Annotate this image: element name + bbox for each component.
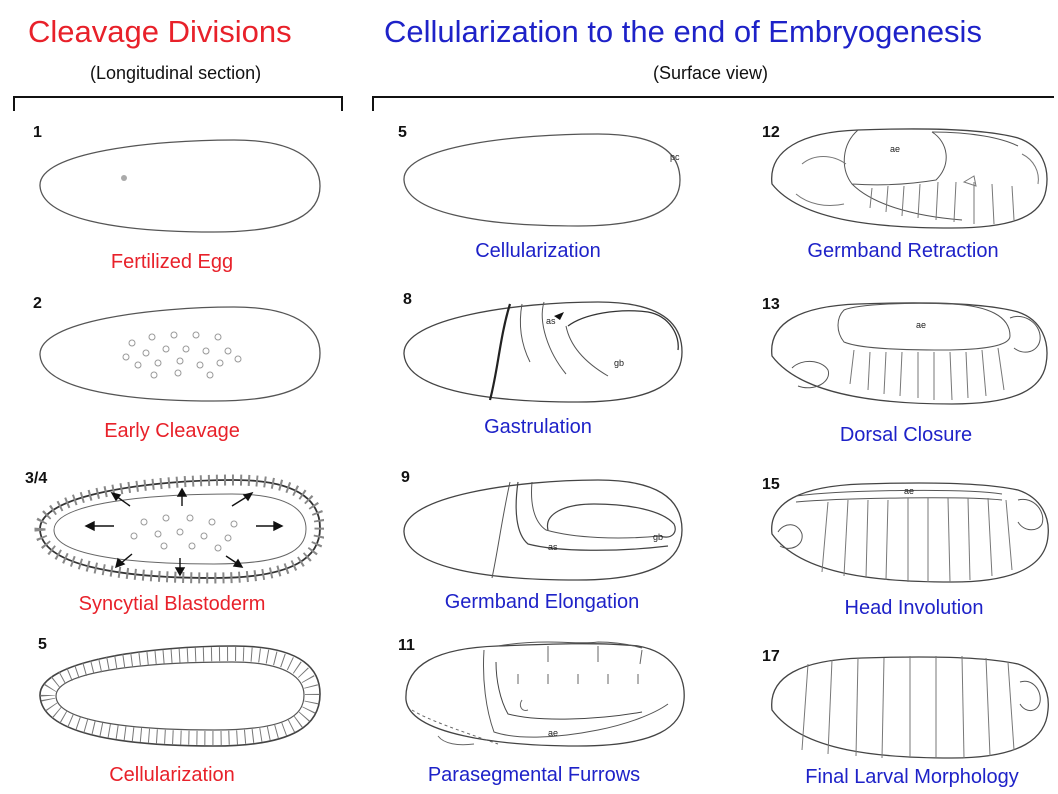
embryo-stage-3-4-section <box>34 474 324 584</box>
embryo-stage-12-surface: ae <box>762 124 1052 234</box>
embryo-stage-17-surface <box>762 652 1052 764</box>
embryo-stage-11-surface: ae <box>398 640 688 752</box>
embryo-stage-8-surface: as gb <box>398 296 688 408</box>
stage-caption: Fertilized Egg <box>111 251 233 274</box>
right-panel-title: Cellularization to the end of Embryogene… <box>384 14 982 50</box>
stage-caption: Germband Retraction <box>807 240 998 263</box>
svg-text:ae: ae <box>904 486 914 496</box>
right-panel-subtitle: (Surface view) <box>653 63 768 84</box>
embryo-stage-5-section <box>34 640 324 752</box>
cleavage-nuclei <box>123 332 241 378</box>
stage-caption: Head Involution <box>845 597 984 620</box>
stage-caption: Syncytial Blastoderm <box>79 593 266 616</box>
stage-caption: Germband Elongation <box>445 591 640 614</box>
svg-text:ae: ae <box>890 144 900 154</box>
embryo-stage-15-surface: ae <box>762 478 1052 590</box>
svg-text:ae: ae <box>916 320 926 330</box>
annotation-ae: ae <box>548 728 558 738</box>
blastoderm-nuclei <box>131 515 237 551</box>
stage-caption: Cellularization <box>109 764 235 787</box>
stage-caption: Early Cleavage <box>104 420 240 443</box>
embryo-stage-5-surface: pc <box>398 130 688 230</box>
annotation-as: as <box>546 316 556 326</box>
embryo-stage-2-section <box>34 301 324 405</box>
annotation-gb: gb <box>653 532 663 542</box>
embryo-stage-13-surface: ae <box>762 296 1052 412</box>
annotation-pc: pc <box>670 152 680 162</box>
left-panel-subtitle: (Longitudinal section) <box>90 63 261 84</box>
stage-caption: Gastrulation <box>484 416 592 439</box>
stage-caption: Dorsal Closure <box>840 424 972 447</box>
zygote-nucleus <box>121 175 127 181</box>
embryo-stage-9-surface: as gb <box>398 474 688 586</box>
left-panel-bracket <box>13 96 343 111</box>
embryo-stage-1-section <box>34 132 324 238</box>
stage-caption: Parasegmental Furrows <box>428 764 640 787</box>
annotation-as: as <box>548 542 558 552</box>
annotation-gb: gb <box>614 358 624 368</box>
right-panel-bracket <box>372 96 1054 111</box>
stage-caption: Final Larval Morphology <box>805 766 1018 789</box>
stage-caption: Cellularization <box>475 240 601 263</box>
left-panel-title: Cleavage Divisions <box>28 14 292 50</box>
